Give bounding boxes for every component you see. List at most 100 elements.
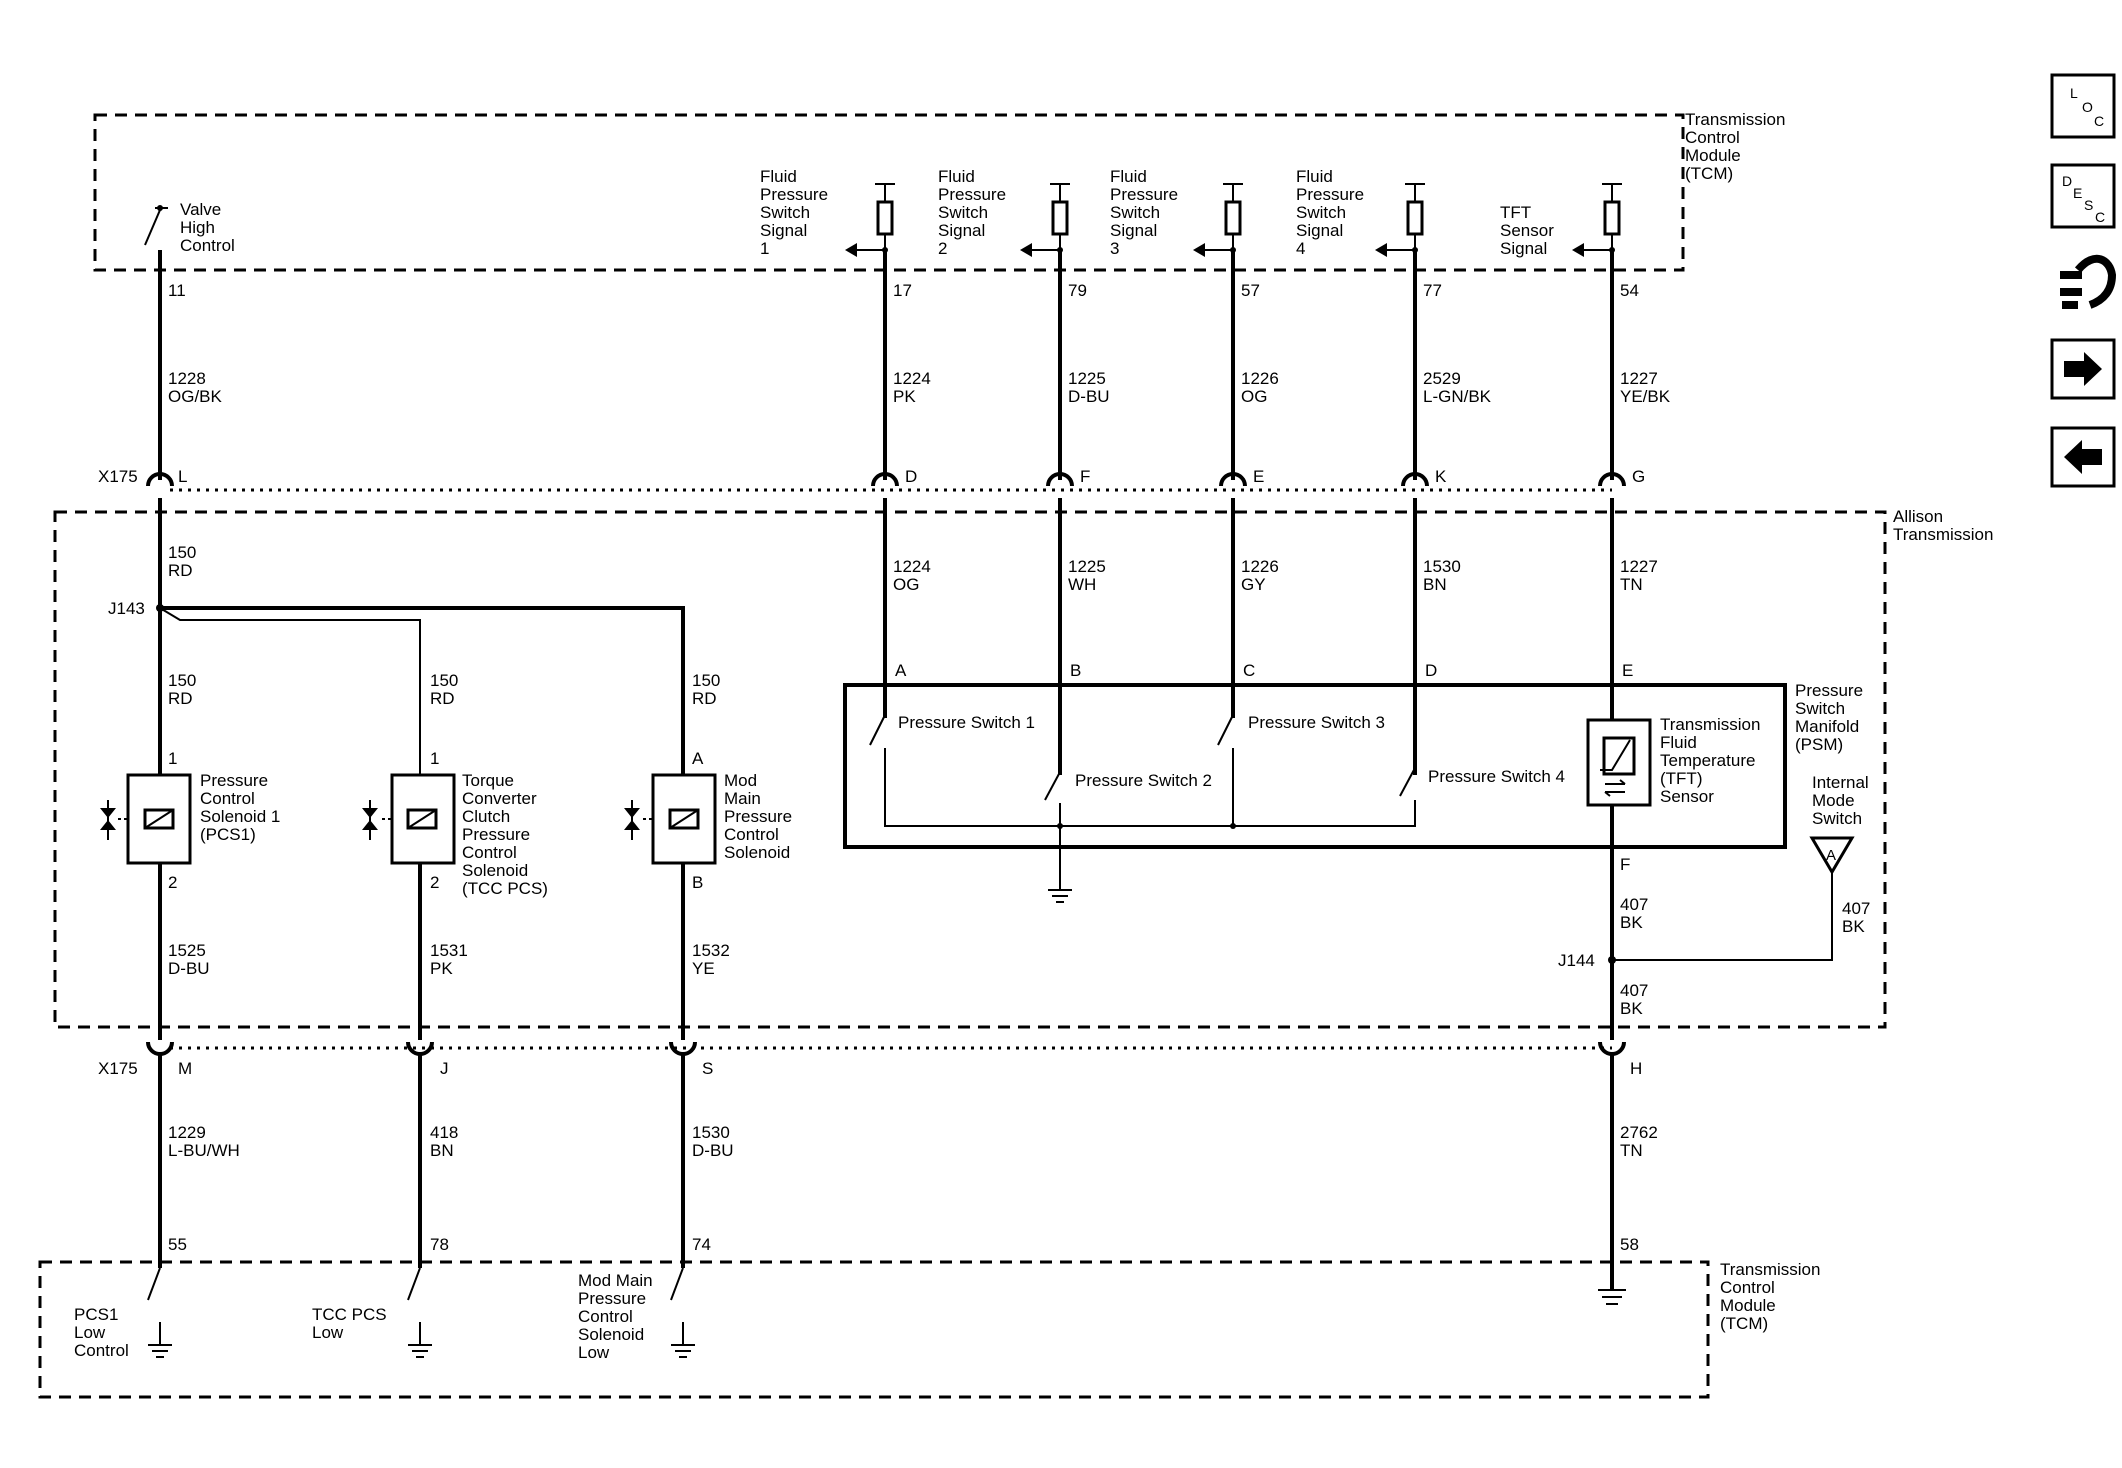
- pressure-switch-2-label: Pressure Switch 2: [1075, 771, 1212, 790]
- pcs1-pin-2: 2: [168, 873, 177, 892]
- tcc-pcs-solenoid: [362, 773, 456, 1301]
- tcm-pin-78: 78: [430, 1235, 449, 1254]
- desc-button[interactable]: D E S C: [2050, 163, 2116, 229]
- modmain-pin-a: A: [692, 749, 704, 768]
- svg-text:L: L: [2070, 85, 2078, 101]
- modmain-pin-b: B: [692, 873, 703, 892]
- ground-icon: [148, 1322, 172, 1358]
- tcm-pin-79: 79: [1068, 281, 1087, 300]
- feed-branch-tcc: [159, 607, 421, 775]
- svg-text:S: S: [2084, 197, 2093, 213]
- tcm-pin-57: 57: [1241, 281, 1260, 300]
- x175-pin-j: J: [440, 1059, 449, 1078]
- loc-button[interactable]: L O C: [2050, 73, 2116, 139]
- previous-page-button[interactable]: [2050, 426, 2116, 488]
- pressure-switch-symbols: [869, 714, 1416, 890]
- ground-icon: [408, 1322, 432, 1358]
- psm-pin-f: F: [1620, 855, 1630, 874]
- next-page-button[interactable]: [2050, 338, 2116, 400]
- j144-label: J144: [1558, 951, 1595, 970]
- pressure-switch-manifold-box: [843, 683, 1787, 849]
- signal-column-4: [1375, 183, 1429, 775]
- x175-pin-k: K: [1435, 467, 1447, 486]
- x175-pin-m: M: [178, 1059, 192, 1078]
- x175-pin-s: S: [702, 1059, 713, 1078]
- tft-sensor: [1586, 718, 1652, 807]
- svg-text:E: E: [2073, 185, 2082, 201]
- tcm-top-boundary: [93, 113, 1685, 272]
- svg-text:D: D: [2062, 173, 2072, 189]
- internal-mode-switch-icon: [1809, 836, 1855, 875]
- svg-text:C: C: [2095, 209, 2105, 225]
- x175-upper-label: X175: [98, 467, 138, 486]
- x175-pin-h: H: [1630, 1059, 1642, 1078]
- signal-column-3: [1193, 183, 1247, 718]
- pressure-switch-4-label: Pressure Switch 4: [1428, 767, 1565, 786]
- tcc-pin-1: 1: [430, 749, 439, 768]
- feed-branch-modmain: [160, 606, 685, 775]
- x175-pin-d: D: [905, 467, 917, 486]
- pin-11: 11: [168, 281, 186, 300]
- psm-pin-a: A: [895, 661, 907, 680]
- tcc-pin-2: 2: [430, 873, 439, 892]
- x175-lower-label: X175: [98, 1059, 138, 1078]
- signal-column-2: [1020, 183, 1074, 775]
- pcs1-pin-1: 1: [168, 749, 177, 768]
- svg-text:O: O: [2082, 99, 2093, 115]
- x175-pin-l: L: [178, 467, 187, 486]
- allison-transmission-boundary: [53, 510, 1887, 1029]
- tcm-pin-17: 17: [893, 281, 912, 300]
- signal-column-1: [845, 183, 899, 718]
- ground-icon: [1048, 889, 1072, 903]
- ground-icon: [1598, 1289, 1626, 1305]
- tcm-pin-77: 77: [1423, 281, 1442, 300]
- signal-column-5: [1572, 183, 1626, 720]
- psm-pin-e: E: [1622, 661, 1633, 680]
- connector-view-button[interactable]: [2060, 254, 2117, 309]
- psm-pin-d: D: [1425, 661, 1437, 680]
- pcs1-solenoid: [100, 773, 192, 1040]
- x175-pin-g: G: [1632, 467, 1645, 486]
- pressure-switch-3-label: Pressure Switch 3: [1248, 713, 1385, 732]
- psm-pin-b: B: [1070, 661, 1081, 680]
- ground-icon: [671, 1322, 695, 1358]
- arrow-left-icon: [2064, 440, 2102, 474]
- arrow-right-icon: [2064, 352, 2102, 386]
